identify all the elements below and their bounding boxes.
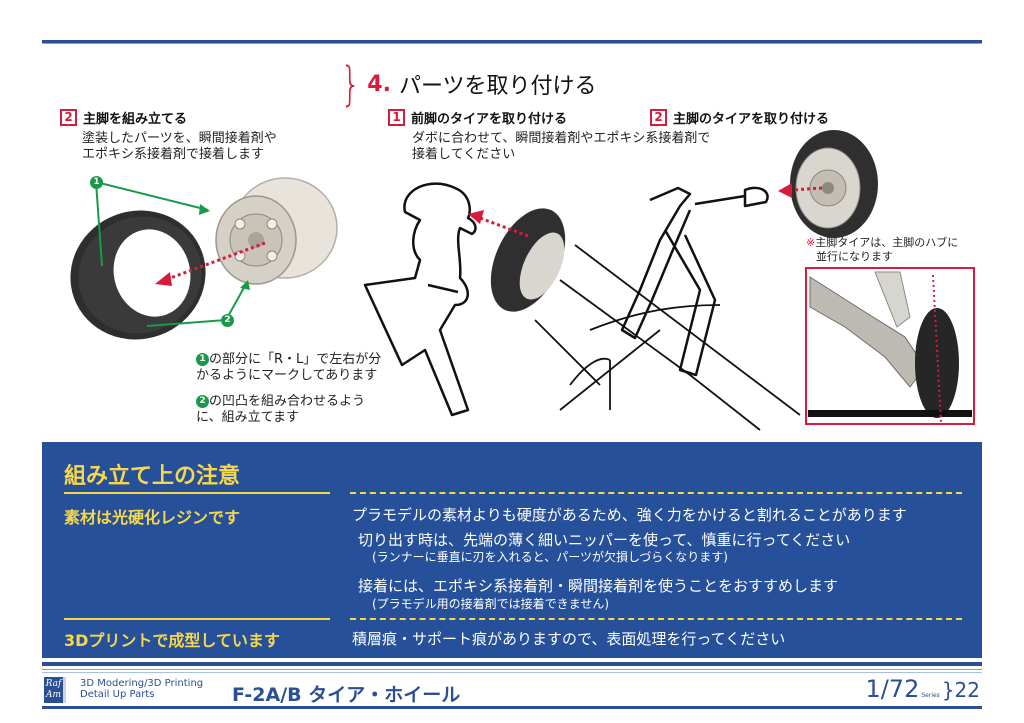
step-assemble-main-gear: 2 主脚を組み立てる <box>60 108 187 127</box>
step-front-gear-tire: 1 前脚のタイアを取り付ける <box>388 108 567 127</box>
footer-rule-thin <box>42 672 982 673</box>
step-badge: 2 <box>650 109 667 126</box>
step-description: ダボに合わせて、瞬間接着剤やエポキシ系接着剤で 接着してください <box>412 131 711 162</box>
section-heading: } 4. パーツを取り付ける <box>336 57 597 111</box>
section-number: 4. <box>367 71 391 97</box>
step-title: 前脚のタイアを取り付ける <box>411 112 568 127</box>
category-3d-print: 3Dプリントで成型しています <box>64 631 280 650</box>
marker-2-icon: 2 <box>196 395 209 408</box>
step-badge: 2 <box>60 109 77 126</box>
label-rule <box>64 618 330 620</box>
step-badge: 1 <box>388 109 405 126</box>
main-gear-tire-wheel-illustration <box>70 177 338 340</box>
section-title: パーツを取り付ける <box>398 74 597 99</box>
top-rule <box>42 40 982 44</box>
caution-title: 組み立て上の注意 <box>64 464 241 489</box>
footer-rule <box>42 662 982 666</box>
step-title: 主脚を組み立てる <box>83 112 188 127</box>
scale: 1/72 <box>865 675 920 703</box>
step-title: 主脚のタイアを取り付ける <box>673 112 830 127</box>
marker-1-icon: 1 <box>196 353 209 366</box>
page-number: }22 <box>941 678 980 702</box>
step-description: 塗装したパーツを、瞬間接着剤や エポキシ系接着剤で接着します <box>82 131 277 162</box>
category-resin: 素材は光硬化レジンです <box>64 508 241 527</box>
footer-rule-bottom <box>42 706 982 709</box>
caution-panel: 組み立て上の注意 素材は光硬化レジンです プラモデルの素材よりも硬度があるため、… <box>42 442 982 658</box>
brand-tagline: 3D Modering/3D Printing Detail Up Parts <box>80 678 204 700</box>
main-gear-photo <box>805 267 975 425</box>
dashed-rule <box>350 618 962 620</box>
note-mark: ※ <box>806 236 816 249</box>
main-gear-wheel-illustration <box>778 130 878 238</box>
scale-page-indicator: 1/72 Series }22 <box>865 675 980 703</box>
marker-1: 1 <box>90 176 103 189</box>
brand-logo: Raf Am <box>44 677 66 703</box>
dashed-rule <box>350 492 962 494</box>
footer-rule-thin <box>42 669 982 670</box>
label-rule <box>64 492 330 494</box>
step-main-gear-tire: 2 主脚のタイアを取り付ける <box>650 108 829 127</box>
brace-icon: } <box>340 57 361 111</box>
marker-2: 2 <box>221 314 234 327</box>
main-gear-note: ※主脚タイアは、主脚のハブに 並行になります <box>806 236 959 263</box>
series-label: Series <box>921 692 940 699</box>
product-title: F-2A/B タイア・ホイール <box>232 684 461 706</box>
landing-gear-line-illustration <box>363 182 801 431</box>
